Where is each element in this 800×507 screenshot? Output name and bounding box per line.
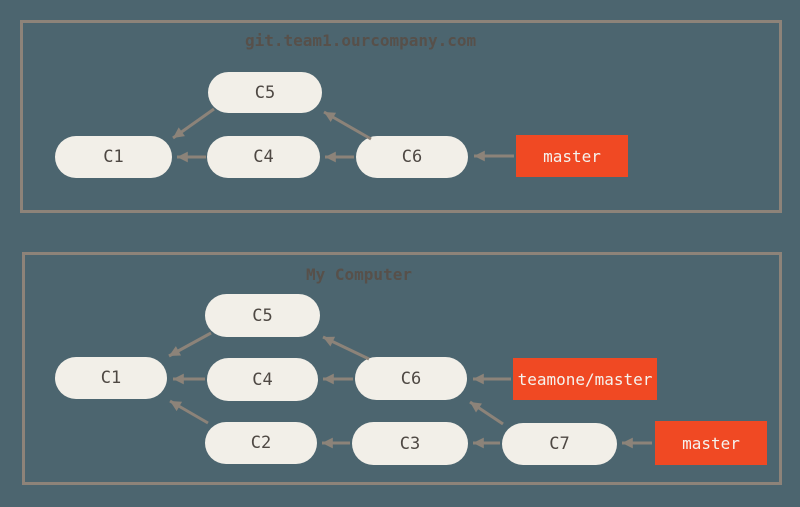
remote-commit-c1: C1	[55, 136, 172, 178]
local-repo-title: My Computer	[306, 265, 412, 284]
remote-commit-c5: C5	[208, 72, 322, 113]
remote-repo-box: git.team1.ourcompany.com	[20, 20, 782, 213]
local-commit-c6: C6	[355, 357, 467, 400]
local-commit-c4: C4	[207, 358, 318, 401]
local-branch-master: master	[655, 421, 767, 465]
local-commit-c2: C2	[205, 422, 317, 464]
remote-commit-c4: C4	[207, 136, 320, 178]
local-repo-box: My Computer	[22, 252, 782, 485]
remote-commit-c6: C6	[356, 136, 468, 178]
remote-repo-title: git.team1.ourcompany.com	[245, 31, 477, 50]
local-commit-c1: C1	[55, 357, 167, 399]
local-commit-c3: C3	[352, 422, 468, 465]
local-commit-c5: C5	[205, 294, 320, 337]
remote-branch-master: master	[516, 135, 628, 177]
local-commit-c7: C7	[502, 423, 617, 465]
local-branch-teamone-master: teamone/master	[513, 358, 657, 400]
